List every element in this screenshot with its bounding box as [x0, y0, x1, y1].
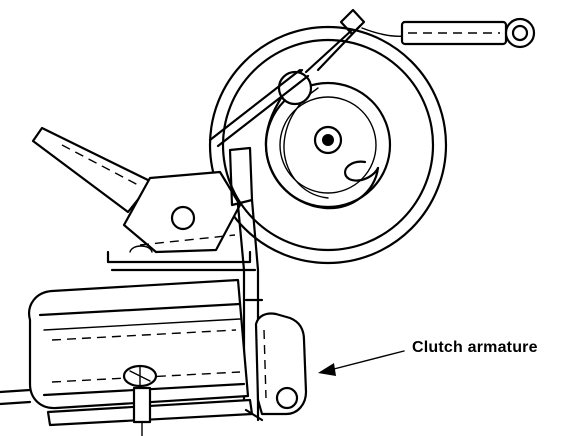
screw	[122, 364, 158, 436]
clutch-armature-plate	[244, 298, 308, 422]
pawl-lever	[31, 126, 242, 254]
clutch-disc	[208, 25, 448, 265]
callout-leader	[318, 350, 405, 376]
clutch-armature-label: Clutch armature	[412, 339, 538, 356]
top-lever-rod	[208, 8, 536, 148]
coil-housing	[0, 278, 254, 427]
